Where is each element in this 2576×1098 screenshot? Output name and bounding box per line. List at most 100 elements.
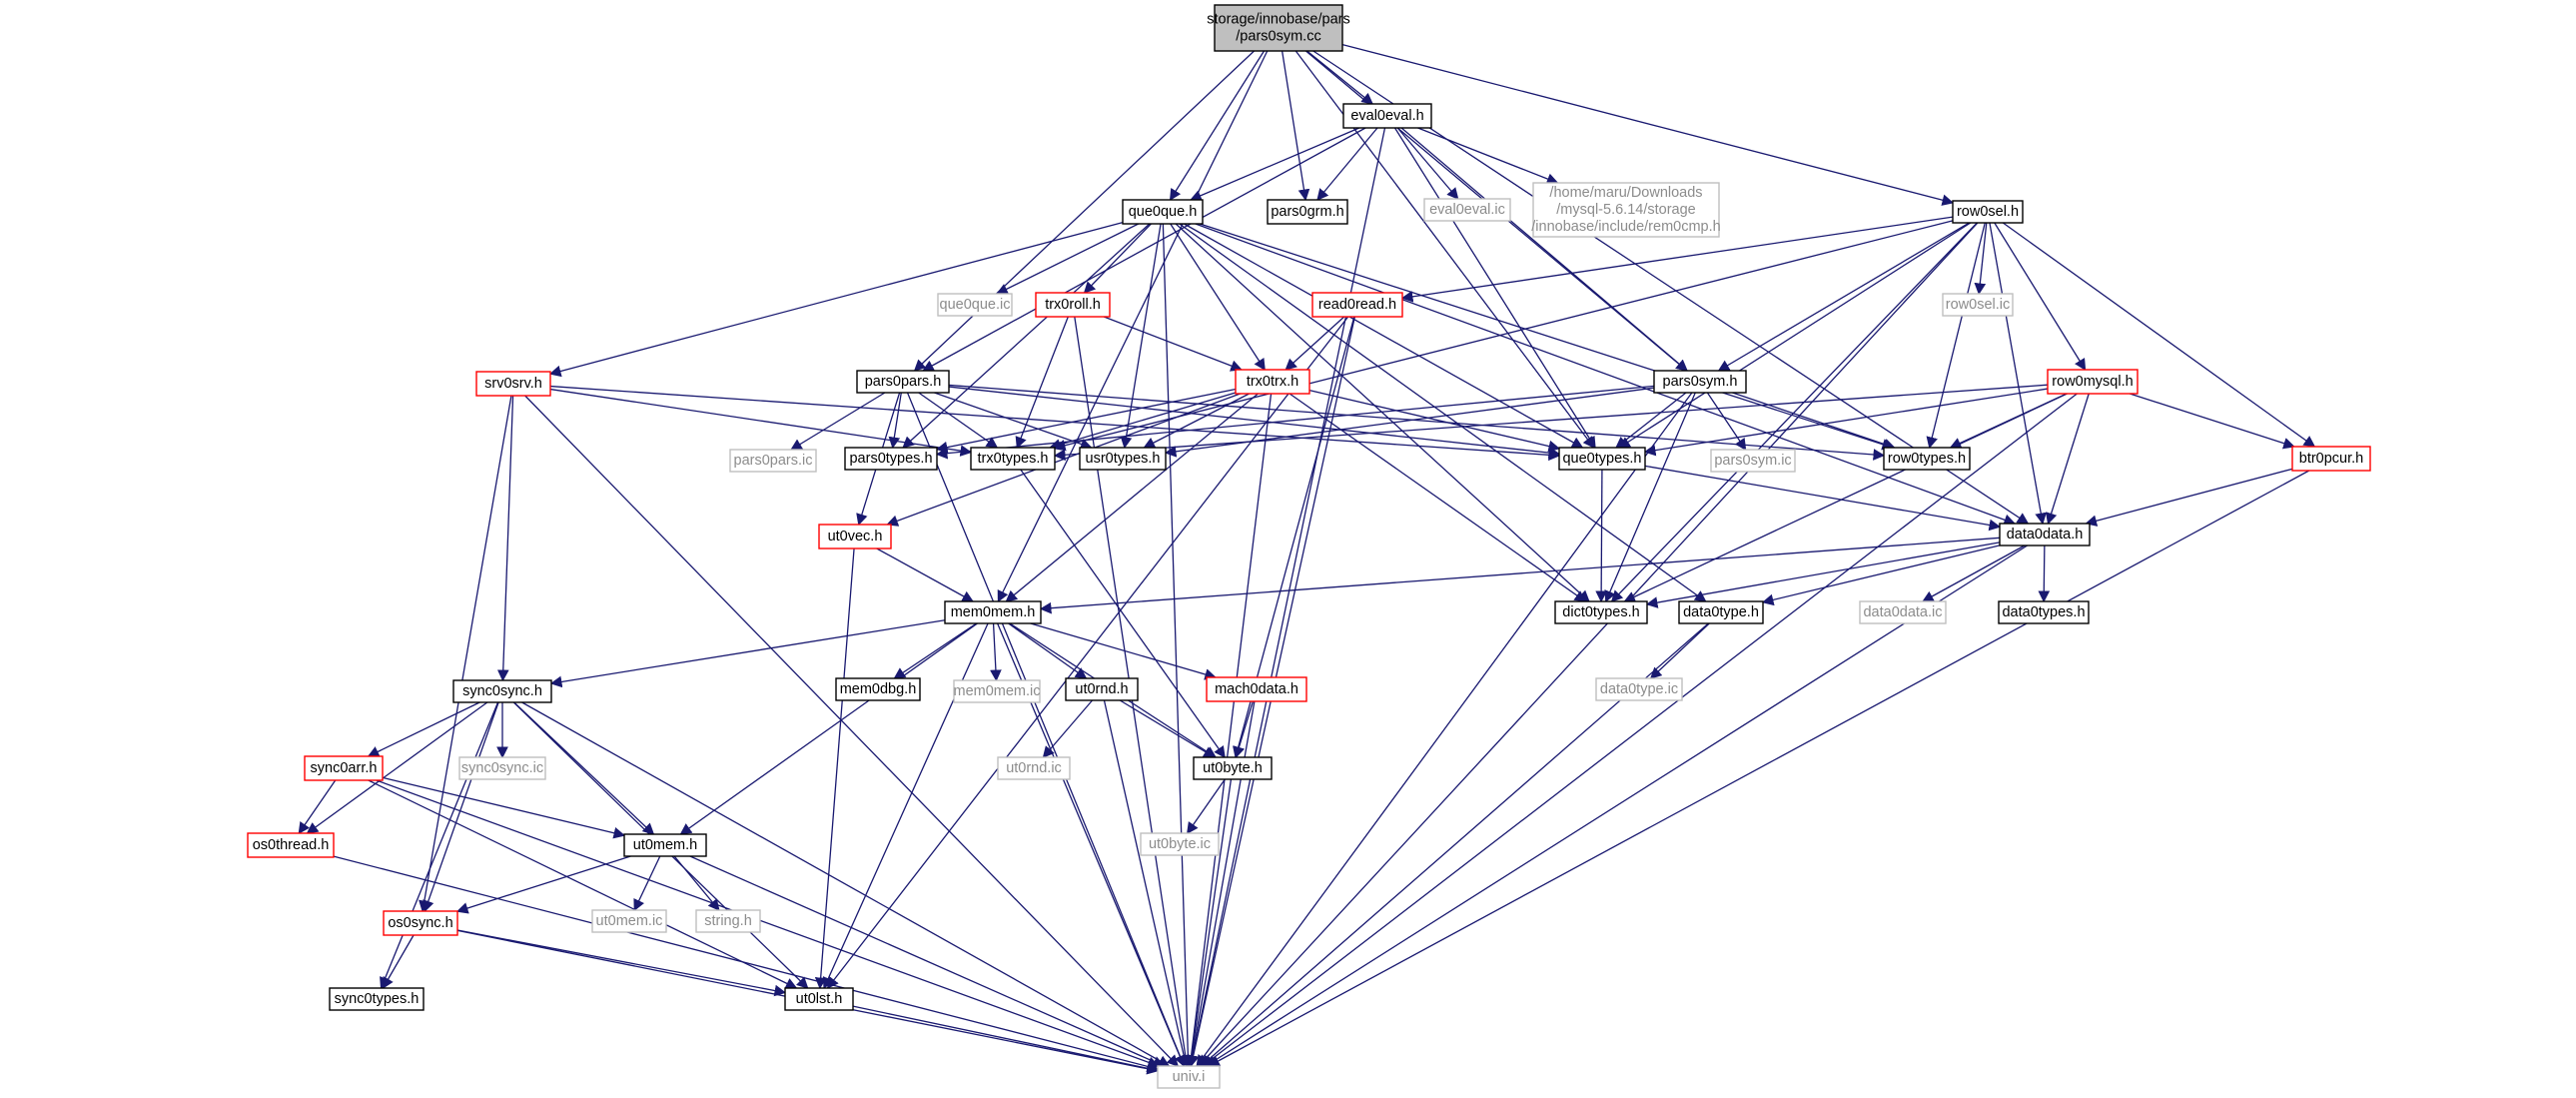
node-data0types-h[interactable]: data0types.h	[1998, 600, 2090, 624]
node-label: ut0byte.ic	[1149, 836, 1211, 852]
node-usr0types-h[interactable]: usr0types.h	[1079, 447, 1167, 471]
node-box	[1678, 600, 1764, 624]
node-label: storage/innobase/pars	[1207, 12, 1350, 28]
node-ut0byte-h[interactable]: ut0byte.h	[1193, 756, 1273, 780]
edge-que0que_h-to-que0que_ic	[996, 223, 1140, 295]
edge-row0mysql_h-to-data0data_h	[2046, 393, 2090, 526]
node-box	[2291, 446, 2371, 472]
edge-pars0pars_h-to-usr0types_h	[934, 392, 1093, 451]
node-label: usr0types.h	[1086, 451, 1161, 467]
node-ut0mem-ic: ut0mem.ic	[591, 909, 667, 933]
node-label: que0que.ic	[940, 297, 1011, 313]
node-que0que-h[interactable]: que0que.h	[1122, 199, 1204, 225]
node-mach0data-h[interactable]: mach0data.h	[1206, 676, 1307, 702]
edge-mem0mem_h-to-mem0mem_ic	[990, 622, 1002, 682]
node-ut0lst-h[interactable]: ut0lst.h	[784, 987, 854, 1011]
node-label: ut0mem.h	[633, 837, 697, 853]
edge-root-to-row0sel_h	[1341, 43, 1955, 206]
edge-eval0eval_h-to-que0que_h	[1190, 127, 1360, 202]
node-que0types-h[interactable]: que0types.h	[1558, 447, 1646, 471]
node-trx0trx-h[interactable]: trx0trx.h	[1235, 369, 1310, 395]
node-pars0sym-ic: pars0sym.ic	[1710, 449, 1796, 473]
node-trx0roll-h[interactable]: trx0roll.h	[1035, 292, 1111, 318]
edge-row0sel_h-to-row0sel_ic	[1974, 222, 1988, 296]
node-label: os0sync.h	[388, 915, 452, 931]
edge-que0types_h-to-data0data_h	[1644, 465, 2002, 532]
node-data0data-h[interactable]: data0data.h	[1999, 523, 2091, 547]
node-read0read-h[interactable]: read0read.h	[1311, 292, 1403, 318]
edge-mem0mem_h-to-mem0dbg_h	[893, 622, 977, 679]
edge-ut0byte_h-to-ut0byte_ic	[1187, 778, 1226, 834]
node-ut0vec-h[interactable]: ut0vec.h	[818, 524, 892, 549]
node-row0sel-ic: row0sel.ic	[1942, 293, 2014, 317]
node-box	[1079, 447, 1167, 471]
node-label: sync0types.h	[335, 991, 420, 1007]
edge-pars0pars_h-to-trx0types_h	[918, 392, 999, 449]
node-label: btr0pcur.h	[2299, 451, 2364, 467]
edge-sync0arr_h-to-ut0lst_h	[368, 779, 798, 989]
node-label: trx0types.h	[978, 451, 1049, 467]
node-label: data0data.ic	[1863, 604, 1942, 620]
node-label: que0que.h	[1129, 204, 1198, 220]
node-ut0rnd-h[interactable]: ut0rnd.h	[1065, 677, 1139, 701]
node-row0mysql-h[interactable]: row0mysql.h	[2047, 369, 2139, 395]
edge-trx0trx_h-to-dict0types_h	[1288, 393, 1587, 602]
edge-data0type_h-to-data0type_ic	[1649, 622, 1710, 679]
edge-que0types_h-to-dict0types_h	[1595, 469, 1607, 603]
node-row0types-h[interactable]: row0types.h	[1883, 447, 1971, 471]
node-label: pars0types.h	[849, 451, 932, 467]
node-mem0mem-h[interactable]: mem0mem.h	[944, 600, 1042, 624]
edge-mem0mem_h-to-ut0rnd_h	[1008, 622, 1088, 679]
node-eval0eval-h[interactable]: eval0eval.h	[1342, 103, 1432, 129]
edge-srv0srv_h-to-univ_i	[524, 395, 1180, 1067]
node-pars0pars-h[interactable]: pars0pars.h	[856, 370, 950, 394]
edge-srv0srv_h-to-trx0types_h	[549, 388, 973, 457]
node-box	[997, 756, 1071, 780]
node-pars0grm-h[interactable]: pars0grm.h	[1267, 199, 1348, 225]
node-label: data0types.h	[2002, 604, 2085, 620]
node-mem0dbg-h[interactable]: mem0dbg.h	[835, 677, 921, 701]
edge-row0mysql_h-to-que0types_h	[1643, 388, 2049, 457]
node-box	[1193, 756, 1273, 780]
node-box	[247, 832, 335, 858]
node-os0thread-h[interactable]: os0thread.h	[247, 832, 335, 858]
node-box	[452, 679, 552, 703]
node-btr0pcur-h[interactable]: btr0pcur.h	[2291, 446, 2371, 472]
node-trx0types-h[interactable]: trx0types.h	[970, 447, 1056, 471]
edge-ut0mem_h-to-ut0mem_ic	[633, 855, 661, 912]
node-sync0sync-h[interactable]: sync0sync.h	[452, 679, 552, 703]
node-box	[1532, 182, 1720, 238]
edge-data0data_h-to-data0types_h	[2038, 545, 2051, 603]
node-box	[1140, 832, 1220, 856]
edge-ut0mem_h-to-string_h	[673, 855, 720, 911]
node-box	[844, 447, 938, 471]
edge-root-to-pars0pars_h	[913, 50, 1256, 372]
edge-eval0eval_h-to-pars0grm_h	[1316, 127, 1378, 201]
node-os0sync-h[interactable]: os0sync.h	[383, 910, 458, 936]
node-dict0types-h[interactable]: dict0types.h	[1554, 600, 1648, 624]
node-label: /pars0sym.cc	[1236, 29, 1320, 45]
edge-ut0mem_h-to-univ_i	[689, 855, 1166, 1068]
file-nodes: storage/innobase/pars/pars0sym.cc eval0ev…	[247, 4, 2371, 1089]
node-pars0types-h[interactable]: pars0types.h	[844, 447, 938, 471]
edge-que0que_h-to-srv0srv_h	[548, 221, 1124, 378]
node-box	[784, 987, 854, 1011]
node-box	[1214, 4, 1343, 52]
node-box	[944, 600, 1042, 624]
edge-trx0roll_h-to-trx0trx_h	[1103, 316, 1243, 372]
edge-row0sel_h-to-row0types_h	[1926, 222, 1986, 450]
edge-os0sync_h-to-sync0types_h	[382, 934, 415, 990]
node-ut0mem-h[interactable]: ut0mem.h	[623, 833, 707, 857]
edge-sync0sync_h-to-sync0arr_h	[367, 701, 480, 757]
node-pars0sym-h[interactable]: pars0sym.h	[1653, 370, 1747, 394]
edge-row0sel_h-to-trx0types_h	[1053, 220, 1954, 452]
edge-root-to-data0data_h	[1312, 50, 2030, 525]
node-pars0pars-ic: pars0pars.ic	[729, 449, 817, 473]
node-sync0types-h[interactable]: sync0types.h	[329, 987, 425, 1011]
node-row0sel-h[interactable]: row0sel.h	[1952, 200, 2024, 224]
node-srv0srv-h[interactable]: srv0srv.h	[475, 371, 551, 397]
node-data0type-h[interactable]: data0type.h	[1678, 600, 1764, 624]
node-sync0arr-h[interactable]: sync0arr.h	[304, 755, 384, 781]
node-root[interactable]: storage/innobase/pars/pars0sym.cc	[1207, 4, 1350, 52]
edge-row0sel_h-to-dict0types_h	[1610, 222, 1978, 602]
